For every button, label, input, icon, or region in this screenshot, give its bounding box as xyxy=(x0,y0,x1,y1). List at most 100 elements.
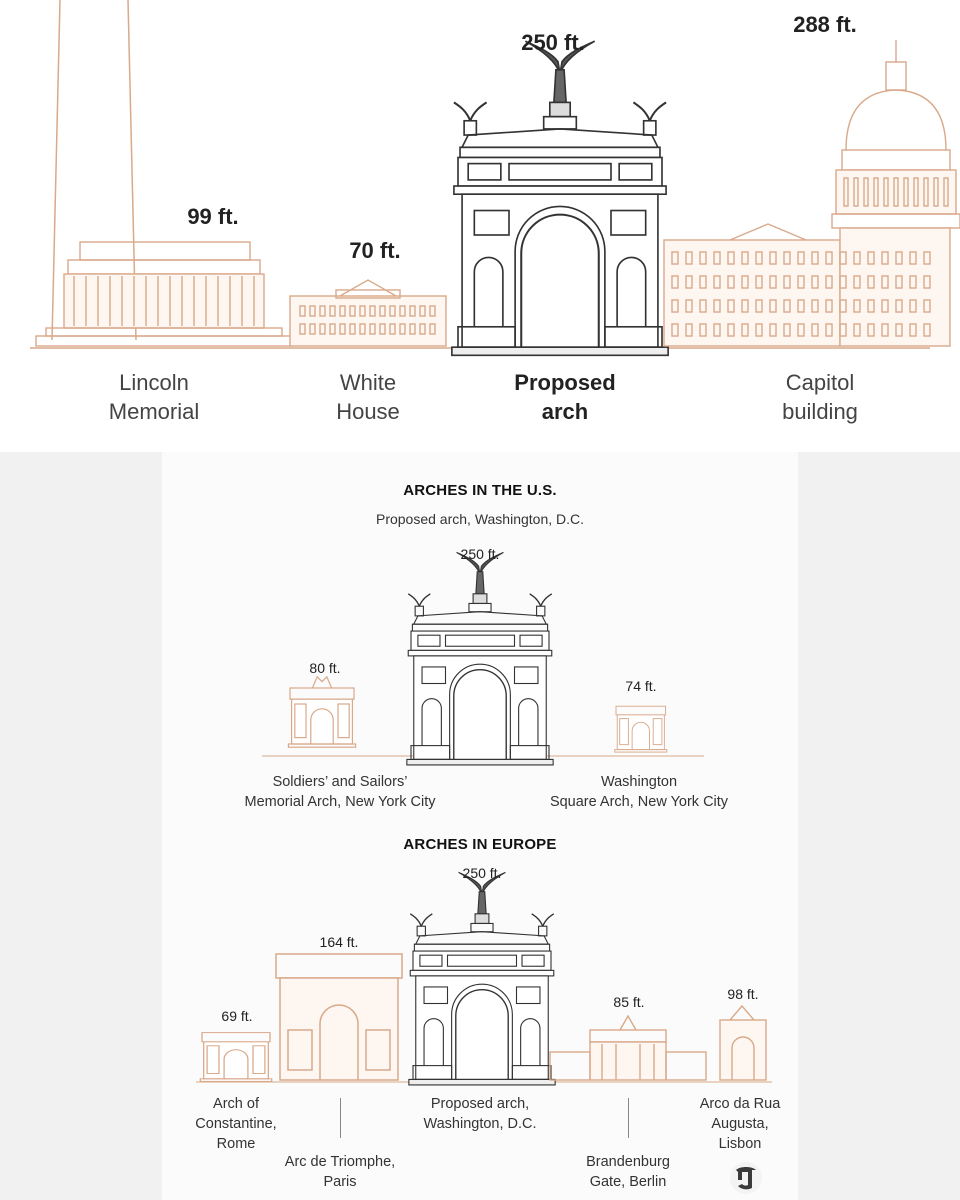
capitol-window xyxy=(783,323,791,337)
us-left-height: 80 ft. xyxy=(309,660,341,676)
capitol-window xyxy=(895,251,903,265)
triomphe-height: 164 ft. xyxy=(319,934,359,950)
capitol-window xyxy=(909,299,917,313)
label-line: Arco da Rua xyxy=(699,1096,781,1112)
capitol-window xyxy=(671,323,679,337)
capitol-window xyxy=(685,275,693,289)
capitol-window xyxy=(797,323,805,337)
capitol-window xyxy=(895,299,903,313)
capitol-window xyxy=(685,299,693,313)
white-house-window xyxy=(299,305,306,317)
capitol-drum-column xyxy=(873,177,879,207)
capitol-window xyxy=(713,299,721,313)
capitol-window xyxy=(713,251,721,265)
capitol-window xyxy=(741,299,749,313)
lincoln-memorial-height: 99 ft. xyxy=(187,204,239,229)
white-house-window xyxy=(339,323,346,335)
capitol-building-drawing xyxy=(663,40,960,347)
capitol-window xyxy=(699,275,707,289)
constantine-label: Arch of Constantine, Rome xyxy=(178,1094,294,1154)
white-house-window xyxy=(429,323,436,335)
capitol-drum-column xyxy=(943,177,949,207)
capitol-window xyxy=(853,299,861,313)
capitol-drum-column xyxy=(883,177,889,207)
capitol-window xyxy=(909,251,917,265)
label-line: Square Arch, New York City xyxy=(549,794,729,810)
rua-augusta-height: 98 ft. xyxy=(727,986,759,1002)
lincoln-memorial-drawing xyxy=(35,241,293,347)
label-line: Lisbon xyxy=(718,1136,762,1152)
label-line: Paris xyxy=(323,1174,357,1190)
capitol-window xyxy=(853,275,861,289)
white-house-window xyxy=(379,305,386,317)
triomphe-label: Arc de Triomphe, Paris xyxy=(262,1152,418,1192)
white-house-window xyxy=(329,323,336,335)
us-right-height: 74 ft. xyxy=(625,678,657,694)
capitol-window xyxy=(923,275,931,289)
capitol-window xyxy=(727,299,735,313)
white-house-window xyxy=(349,323,356,335)
white-house-window xyxy=(319,323,326,335)
capitol-window xyxy=(811,251,819,265)
arches-comparison-panel xyxy=(162,452,798,1200)
capitol-window xyxy=(923,251,931,265)
panel-separator xyxy=(0,440,960,452)
capitol-window xyxy=(881,323,889,337)
white-house-window xyxy=(389,323,396,335)
capitol-drum-column xyxy=(903,177,909,207)
capitol-window xyxy=(867,323,875,337)
capitol-drum-column xyxy=(933,177,939,207)
capitol-window xyxy=(909,323,917,337)
capitol-drum-column xyxy=(863,177,869,207)
proposed-arch-label: Proposed arch xyxy=(500,368,630,426)
white-house-window xyxy=(399,305,406,317)
capitol-window xyxy=(867,275,875,289)
proposed-arch-height: 250 ft. xyxy=(521,30,585,55)
capitol-window xyxy=(797,275,805,289)
capitol-window xyxy=(797,251,805,265)
white-house-window xyxy=(299,323,306,335)
label-line: House xyxy=(336,399,400,424)
white-house-label: White House xyxy=(318,368,418,426)
capitol-window xyxy=(825,323,833,337)
capitol-drum-column xyxy=(853,177,859,207)
us-left-label: Soldiers’ and Sailors’ Memorial Arch, Ne… xyxy=(220,772,460,812)
capitol-window xyxy=(811,323,819,337)
capitol-drum-column xyxy=(893,177,899,207)
white-house-window xyxy=(409,323,416,335)
white-house-window xyxy=(429,305,436,317)
europe-proposed-height: 250 ft. xyxy=(462,865,502,881)
white-house-window xyxy=(359,305,366,317)
capitol-window xyxy=(839,251,847,265)
capitol-window xyxy=(881,275,889,289)
label-line: Constantine, xyxy=(195,1116,277,1132)
white-house-drawing xyxy=(289,279,447,347)
top-buildings-illustration xyxy=(30,0,960,357)
label-line: Washington xyxy=(600,774,678,790)
white-house-window xyxy=(319,305,326,317)
nyt-t-logo-icon xyxy=(730,1162,762,1194)
capitol-window xyxy=(699,251,707,265)
capitol-window xyxy=(727,323,735,337)
capitol-window xyxy=(853,251,861,265)
capitol-window xyxy=(895,275,903,289)
rua-augusta-label: Arco da Rua Augusta, Lisbon xyxy=(680,1094,800,1154)
capitol-window xyxy=(811,299,819,313)
capitol-window xyxy=(671,251,679,265)
triomphe-leader-line xyxy=(340,1098,341,1138)
capitol-window xyxy=(811,275,819,289)
white-house-window xyxy=(349,305,356,317)
capitol-window xyxy=(867,299,875,313)
capitol-window xyxy=(685,251,693,265)
capitol-window xyxy=(895,323,903,337)
white-house-window xyxy=(309,305,316,317)
capitol-window xyxy=(755,275,763,289)
brandenburg-label: Brandenburg Gate, Berlin xyxy=(566,1152,690,1192)
white-house-height: 70 ft. xyxy=(349,238,401,263)
label-line: Proposed xyxy=(514,370,616,395)
label-line: Memorial xyxy=(108,399,200,424)
white-house-window xyxy=(409,305,416,317)
capitol-window xyxy=(769,323,777,337)
capitol-window xyxy=(769,299,777,313)
white-house-window xyxy=(309,323,316,335)
